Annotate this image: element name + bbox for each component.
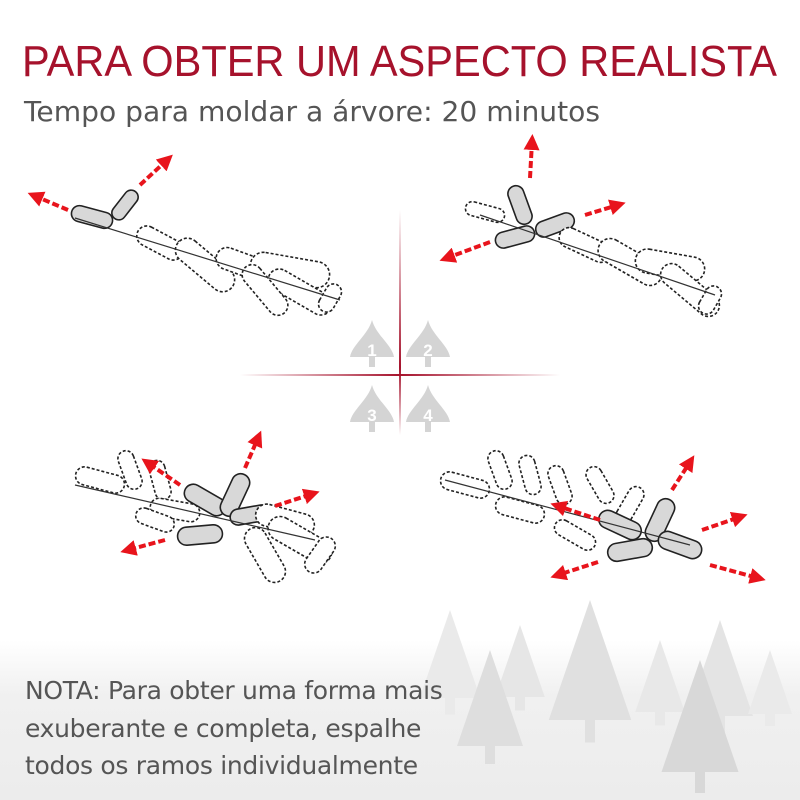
red-arrow-icon — [550, 500, 601, 522]
tree-trunk — [485, 746, 495, 764]
background-trees — [419, 600, 792, 793]
direction-arrows — [27, 134, 766, 584]
branch-stem — [479, 214, 716, 296]
branch-segment — [117, 449, 143, 491]
red-arrow-icon — [523, 134, 540, 179]
red-arrow-icon — [584, 199, 626, 217]
tree-icon — [419, 610, 481, 698]
note-line: NOTA: Para obter uma forma mais — [25, 676, 443, 705]
step-2-icon: 2 — [406, 320, 450, 367]
step-icons: 1 2 3 4 — [350, 320, 450, 432]
branch-diagrams — [70, 184, 723, 584]
red-arrow-icon — [243, 430, 263, 469]
step-3-icon: 3 — [350, 385, 394, 432]
branch-segment — [219, 472, 251, 518]
branch-segment — [464, 200, 506, 224]
branch-segment — [70, 204, 114, 230]
branch-segment — [657, 530, 703, 560]
note-line: todos os ramos individualmente — [25, 751, 418, 780]
branch-segment — [518, 454, 542, 496]
tree-icon — [457, 650, 523, 746]
branch-segment — [176, 524, 224, 546]
branch-segment — [553, 518, 597, 552]
tree-trunk — [445, 698, 455, 715]
branch-segment — [547, 464, 573, 506]
branch-segment — [606, 537, 654, 563]
red-arrow-icon — [120, 538, 166, 556]
tree-icon — [635, 640, 685, 712]
red-arrow-icon — [27, 191, 69, 212]
tree-icon — [661, 660, 739, 772]
branch-segment — [174, 237, 236, 293]
tree-trunk — [585, 720, 595, 743]
branch-stem — [74, 217, 341, 301]
tree-trunk — [515, 697, 525, 711]
step-number: 1 — [367, 341, 376, 360]
step-number: 2 — [423, 341, 432, 360]
branch-segment — [243, 526, 287, 584]
shaping-time-subtitle: Tempo para moldar a árvore: 20 minutos — [23, 95, 600, 128]
note-text: NOTA: Para obter uma forma mais exuberan… — [25, 672, 443, 785]
step-number: 4 — [423, 406, 433, 425]
branch-segment — [597, 237, 663, 287]
tree-trunk — [655, 712, 665, 726]
red-arrow-icon — [709, 563, 766, 584]
branch-segment — [494, 496, 546, 524]
branch-segment — [303, 536, 337, 574]
branch-segment — [494, 225, 536, 249]
branch-segment — [507, 184, 533, 226]
red-arrow-icon — [274, 488, 320, 508]
red-arrow-icon — [141, 458, 182, 487]
red-arrow-icon — [439, 240, 491, 263]
branch-segment — [74, 466, 126, 494]
branch-stem — [74, 484, 316, 541]
red-arrow-icon — [701, 512, 748, 532]
branch-segment — [317, 283, 343, 313]
branch-segment — [697, 285, 723, 315]
note-line: exuberante e completa, espalhe — [25, 713, 422, 743]
red-arrow-icon — [550, 560, 599, 581]
branch-segment — [585, 465, 615, 505]
tree-icon — [495, 625, 545, 697]
tree-trunk — [765, 714, 775, 726]
branch-segment — [644, 497, 676, 543]
branch-segment — [111, 189, 139, 221]
branch-segment — [487, 449, 513, 491]
branch-segment — [134, 507, 176, 533]
page-title: PARA OBTER UM ASPECTO REALISTA — [22, 37, 778, 86]
step-number: 3 — [367, 406, 376, 425]
branch-segment — [241, 263, 289, 317]
tree-icon — [748, 650, 792, 714]
branch-segment — [534, 212, 576, 238]
red-arrow-icon — [138, 154, 173, 187]
tree-icon — [548, 600, 632, 720]
step-4-icon: 4 — [406, 385, 450, 432]
red-arrow-icon — [670, 455, 695, 492]
tree-trunk — [695, 772, 705, 793]
step-1-icon: 1 — [350, 320, 394, 367]
branch-segment — [597, 509, 643, 541]
divider-vertical — [399, 210, 401, 435]
